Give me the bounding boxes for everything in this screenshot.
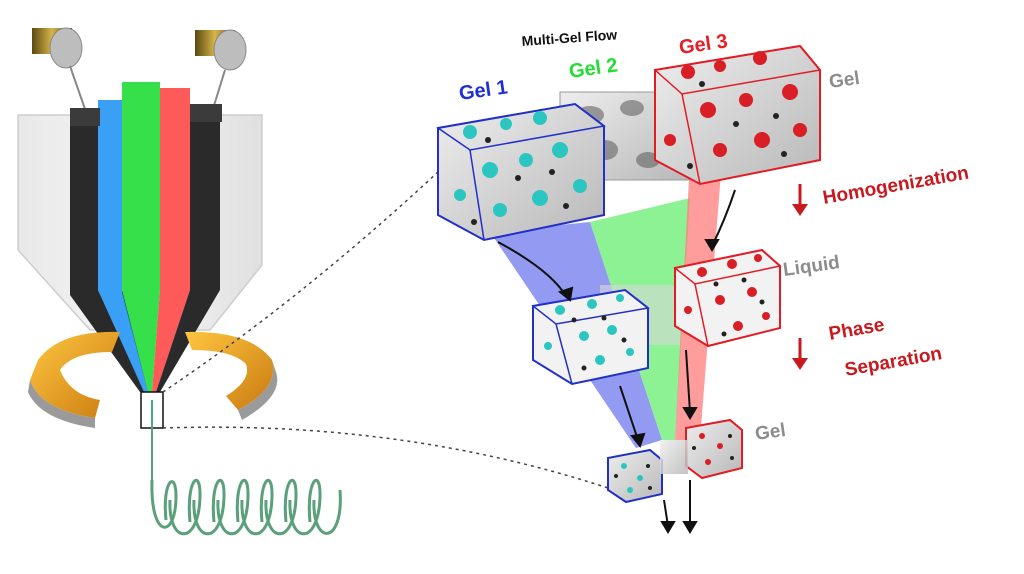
label-gel2: Gel 2 [568,54,620,83]
rotating-ring [28,331,278,428]
label-gel1: Gel 1 [458,76,510,105]
bottom-gel-block-left [607,448,663,504]
label-state-liquid: Liquid [782,252,841,281]
label-gel3: Gel 3 [678,30,730,59]
gel3-block [653,44,822,186]
channel-black-right [156,108,220,392]
liquid-block-right [673,248,782,348]
label-step-separation: Separation [843,343,943,381]
bottom-gel-block-right [685,418,743,480]
step-arrow-phase-separation [792,338,808,370]
label-step-homogenization: Homogenization [821,163,970,209]
syringe-cap-right [195,29,247,113]
diagram-title: Multi-Gel Flow [521,26,618,49]
channel-red [152,88,190,392]
channel-blue [98,100,148,392]
zoom-connector-lower [162,426,609,489]
printhead-device [17,27,342,536]
channel-black-left [70,120,146,392]
step-arrow-homogenization [792,184,808,216]
liquid-block-left [531,288,650,386]
label-state-gel-bottom: Gel [754,420,787,445]
fiber-coil [150,479,342,536]
label-step-phase: Phase [827,315,886,345]
syringe-cap-left [32,27,87,113]
channel-green [122,82,160,392]
gel1-block [436,102,606,242]
label-state-gel-top: Gel [828,68,861,93]
flow-arrows [497,189,736,534]
zoom-connector-upper [162,171,439,393]
